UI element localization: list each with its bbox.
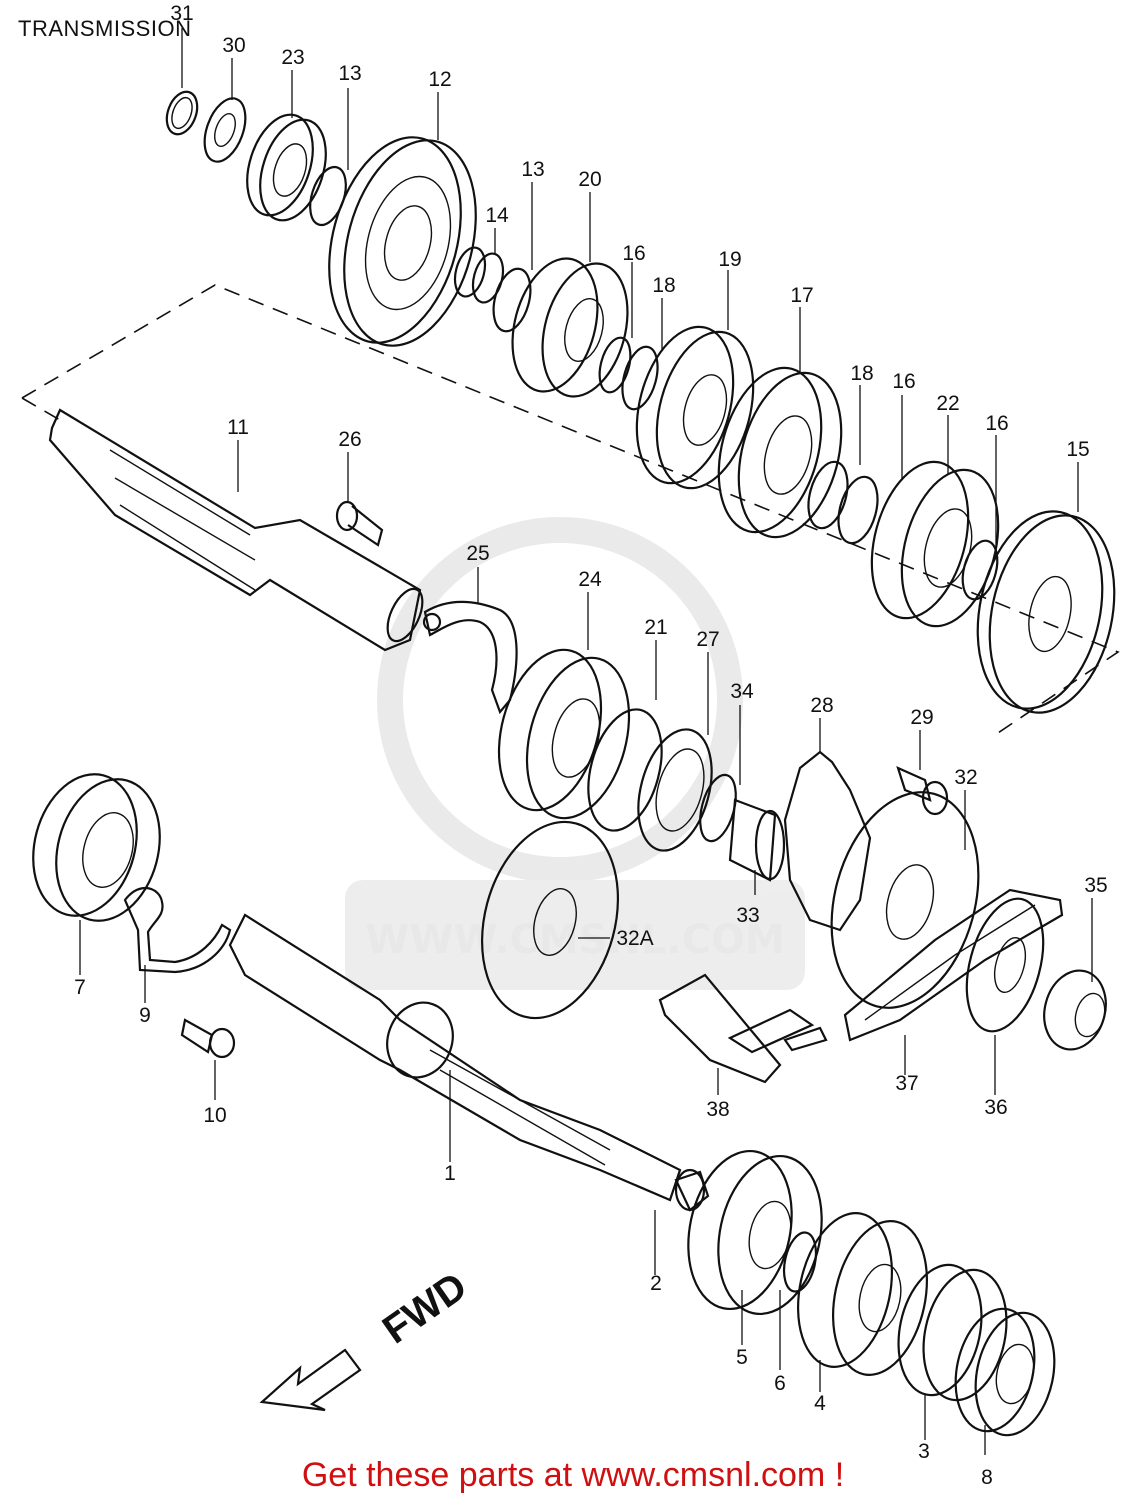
washer-18-a: [621, 345, 659, 411]
callout-3: 3: [918, 1440, 930, 1463]
callout-16: 16: [892, 370, 915, 393]
washer-36: [965, 897, 1045, 1033]
forward-direction-arrow: FWD: [259, 1264, 475, 1412]
callout-19: 19: [718, 248, 741, 271]
callout-12: 12: [428, 68, 451, 91]
gear-20: [511, 257, 629, 398]
callout-18: 18: [850, 362, 873, 385]
spacer-21: [587, 708, 663, 832]
callout-2: 2: [650, 1272, 662, 1295]
gear-12: [328, 136, 477, 347]
callout-16: 16: [622, 242, 645, 265]
washer-30: [203, 97, 247, 163]
callout-18: 18: [652, 274, 675, 297]
callout-28: 28: [810, 694, 833, 717]
callout-13: 13: [338, 62, 361, 85]
callout-17: 17: [790, 284, 813, 307]
leader-lines: [79, 28, 1093, 1455]
circlip-6: [782, 1231, 818, 1293]
gear-15: [976, 510, 1116, 714]
screw-10: [180, 1018, 236, 1059]
callout-9: 9: [139, 1004, 151, 1027]
bolt-29: [896, 766, 949, 816]
fwd-label: FWD: [375, 1264, 475, 1352]
chain-37: [843, 888, 1064, 1042]
bearing-8: [954, 1307, 1056, 1437]
callout-14: 14: [485, 204, 509, 227]
collar-35: [1043, 969, 1107, 1051]
bearing-23: [246, 113, 327, 222]
gear-22: [870, 460, 1000, 628]
bushing-2: [674, 1168, 710, 1212]
diagram-title: TRANSMISSION: [18, 16, 192, 41]
main-shaft-1: [228, 913, 682, 1202]
gear-19: [635, 325, 755, 490]
callout-33: 33: [736, 904, 759, 927]
callout-8: 8: [981, 1466, 993, 1489]
callout-34: 34: [730, 680, 754, 703]
callout-6: 6: [774, 1372, 786, 1395]
callout-24: 24: [578, 568, 602, 591]
needle-bearing-14: [453, 246, 505, 304]
callout-7: 7: [74, 976, 86, 999]
bearing-7: [32, 773, 161, 922]
callout-27: 27: [696, 628, 719, 651]
washer-18-b: [807, 460, 849, 530]
circlip-31: [165, 90, 199, 136]
callout-1: 1: [444, 1162, 456, 1185]
oil-seal-27: [637, 728, 713, 852]
callout-38: 38: [706, 1098, 729, 1121]
gear-4: [796, 1212, 929, 1376]
countershaft-11: [48, 408, 424, 652]
gear-17: [717, 366, 843, 539]
sprocket-32: [830, 791, 980, 1009]
callout-13: 13: [521, 158, 544, 181]
callout-37: 37: [895, 1072, 918, 1095]
screw-26: [335, 500, 384, 547]
gear-3: [897, 1263, 1008, 1402]
callout-4: 4: [814, 1392, 826, 1415]
callout-25: 25: [466, 542, 489, 565]
callout-32A: 32A: [616, 927, 653, 950]
bearing-24: [497, 648, 631, 820]
bracket-25-hole: [422, 612, 442, 632]
callout-21: 21: [644, 616, 667, 639]
callout-26: 26: [338, 428, 361, 451]
chain-joint-38: [658, 973, 828, 1084]
callout-15: 15: [1066, 438, 1089, 461]
callout-31: 31: [170, 2, 193, 25]
circlip-16-b: [837, 475, 879, 545]
callout-36: 36: [984, 1096, 1007, 1119]
callout-23: 23: [281, 46, 304, 69]
callout-29: 29: [910, 706, 933, 729]
callout-5: 5: [736, 1346, 748, 1369]
callout-30: 30: [222, 34, 245, 57]
circlip-16-c: [961, 539, 999, 601]
bracket-9: [123, 887, 232, 974]
circlip-16-a: [598, 336, 632, 394]
callout-11: 11: [227, 416, 249, 439]
gear-5: [687, 1149, 823, 1316]
callout-32: 32: [954, 766, 977, 789]
footer-cta[interactable]: Get these parts at www.cmsnl.com !: [301, 1456, 845, 1494]
washer-13-lower: [492, 267, 532, 333]
callout-20: 20: [578, 168, 601, 191]
callout-22: 22: [936, 392, 959, 415]
plate-28: [783, 750, 872, 932]
cmsnl-logo-watermark: WWW.CMSNL.COM: [345, 517, 805, 990]
sprocket-32A: [480, 820, 620, 1020]
callout-10: 10: [203, 1104, 226, 1127]
callout-16: 16: [985, 412, 1008, 435]
dashed-assembly-outline: [21, 284, 1120, 736]
spacer-33: [728, 798, 786, 882]
callout-35: 35: [1084, 874, 1107, 897]
